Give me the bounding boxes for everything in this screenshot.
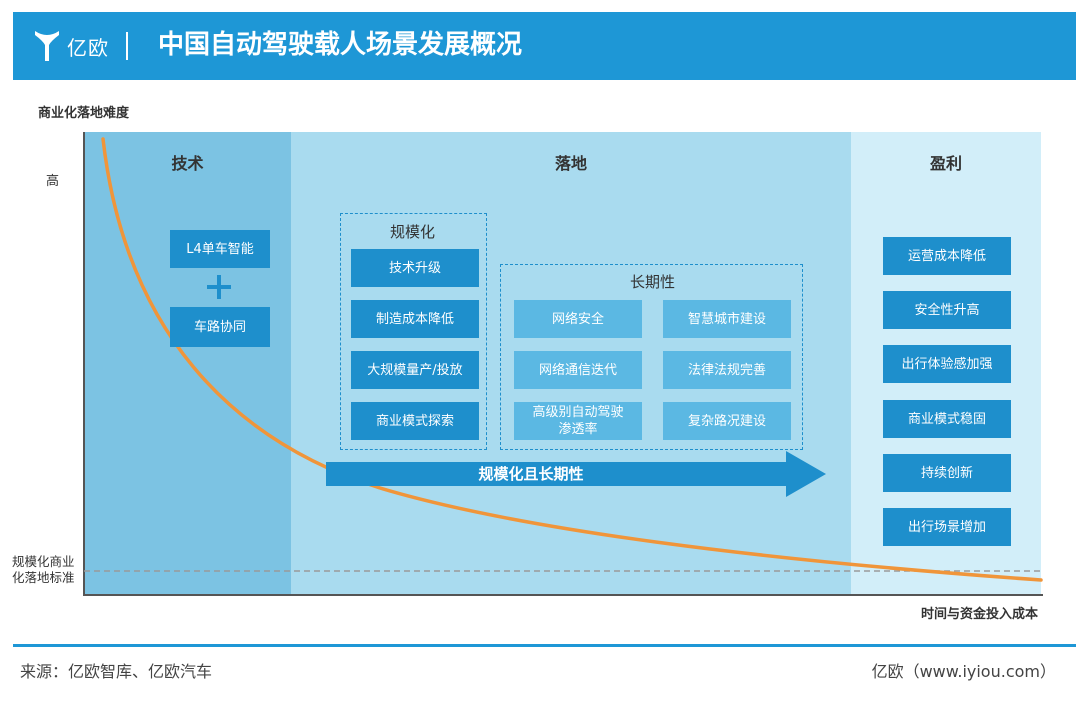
- y-axis-line: [83, 132, 85, 596]
- scale-item: 商业模式探索: [351, 402, 479, 440]
- x-axis-line: [83, 594, 1043, 596]
- logo-icon: [35, 31, 59, 61]
- standard-line-label: 规模化商业 化落地标准: [12, 554, 75, 586]
- standard-line-label-2: 化落地标准: [12, 570, 75, 585]
- profit-item: 出行体验感加强: [883, 345, 1011, 383]
- footer-divider: [13, 644, 1076, 647]
- scale-item: 制造成本降低: [351, 300, 479, 338]
- longterm-item: 网络安全: [514, 300, 642, 338]
- profit-item: 商业模式稳固: [883, 400, 1011, 438]
- longterm-item: 高级别自动驾驶渗透率: [514, 402, 642, 440]
- tech-panel: 技术: [84, 132, 291, 594]
- profit-item: 持续创新: [883, 454, 1011, 492]
- longterm-group-frame: [500, 264, 803, 450]
- profit-item: 运营成本降低: [883, 237, 1011, 275]
- profit-item: 出行场景增加: [883, 508, 1011, 546]
- x-axis-title: 时间与资金投入成本: [920, 607, 1038, 622]
- profit-item: 安全性升高: [883, 291, 1011, 329]
- site-credit: 亿欧（www.iyiou.com）: [871, 662, 1056, 681]
- scale-group-label: 规模化: [390, 223, 436, 241]
- longterm-item: 复杂路况建设: [663, 402, 791, 440]
- scale-item: 技术升级: [351, 249, 479, 287]
- source-note: 来源：亿欧智库、亿欧汽车: [20, 662, 213, 681]
- longterm-item: 网络通信迭代: [514, 351, 642, 389]
- page-title: 中国自动驾驶载人场景发展概况: [158, 30, 523, 60]
- standard-line-label-1: 规模化商业: [12, 554, 75, 569]
- logo-text: 亿欧: [67, 35, 109, 60]
- profit-panel-title: 盈利: [929, 154, 962, 173]
- longterm-item: 法律法规完善: [663, 351, 791, 389]
- logo-divider: [126, 32, 128, 60]
- logo: 亿欧: [33, 26, 109, 66]
- scale-group-frame: [340, 213, 487, 450]
- tech-panel-title: 技术: [171, 154, 204, 173]
- tech-item-v2x: 车路协同: [170, 307, 270, 347]
- landing-panel-title: 落地: [554, 154, 587, 173]
- longterm-group-label: 长期性: [630, 273, 676, 291]
- header-banner: 亿欧 中国自动驾驶载人场景发展概况: [13, 12, 1076, 80]
- plus-icon: [207, 275, 231, 299]
- y-axis-high-label: 高: [46, 174, 60, 189]
- longterm-item: 智慧城市建设: [663, 300, 791, 338]
- scale-item: 大规模量产/投放: [351, 351, 479, 389]
- y-axis-title: 商业化落地难度: [38, 106, 130, 121]
- tech-item-l4: L4单车智能: [170, 230, 270, 268]
- progress-arrow-label: 规模化且长期性: [478, 465, 584, 483]
